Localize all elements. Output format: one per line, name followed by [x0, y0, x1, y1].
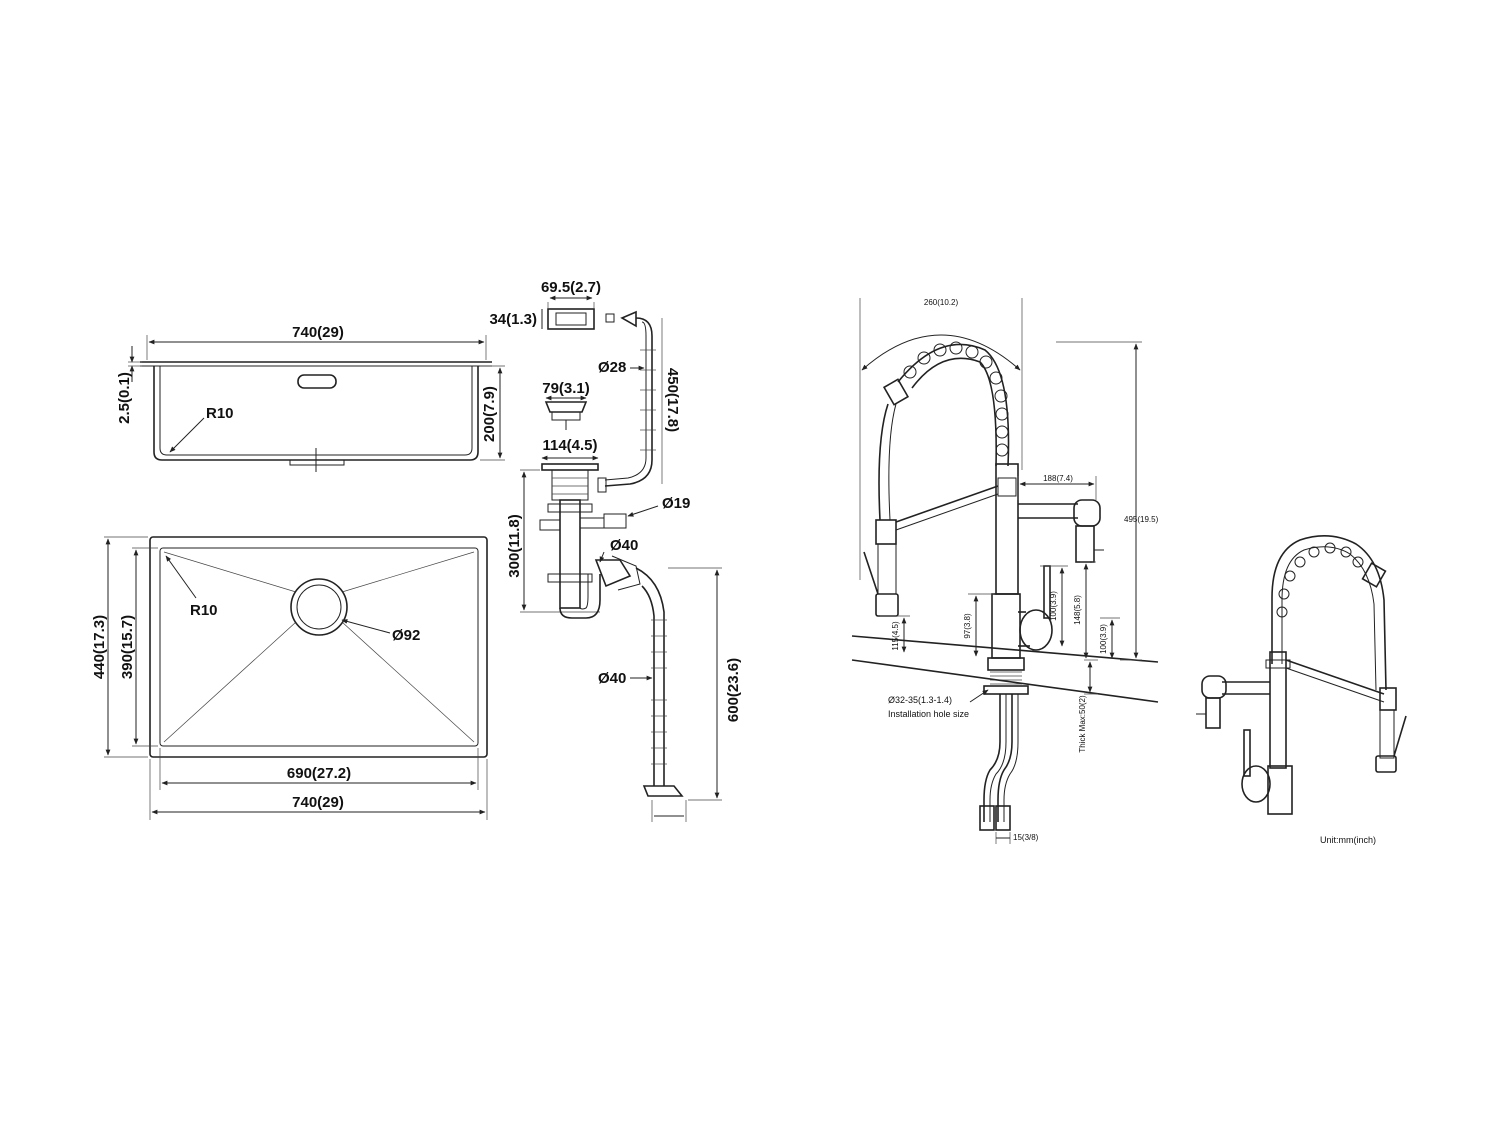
hole-size-caption: Installation hole size — [888, 709, 969, 719]
drain-height-label: 300(11.8) — [506, 514, 523, 577]
nozzle-height-label: 115(4.5) — [891, 621, 900, 651]
overflow-width-label: 69.5(2.7) — [541, 279, 601, 296]
spring-coil — [903, 341, 1009, 457]
sink-front-width-label: 740(29) — [292, 324, 344, 341]
sink-inner-depth-label: 390(15.7) — [119, 615, 136, 679]
side-spring-coil — [1276, 542, 1364, 618]
lever-height-label: 100(3.9) — [1049, 591, 1058, 621]
spout-height-label: 148(5.8) — [1073, 595, 1082, 625]
sink-front-radius-label: R10 — [206, 405, 234, 422]
overflow-hose-ribs — [640, 349, 656, 451]
waste-hose-length-label: 600(23.6) — [725, 658, 742, 722]
flange-dia-label: 114(4.5) — [542, 437, 597, 454]
hose-fitting-label: 15(3/8) — [1013, 833, 1039, 842]
hole-size-label: Ø32-35(1.3-1.4) — [888, 695, 952, 705]
overflow-hose-dia-label: Ø28 — [598, 359, 626, 376]
trap-dia-label: Ø40 — [610, 537, 638, 554]
overflow-hose-length-label: 450(17.8) — [664, 368, 681, 432]
overflow-height-label: 34(1.3) — [489, 311, 537, 328]
spout-reach-label: 188(7.4) — [1043, 474, 1073, 483]
sink-drain-label: Ø92 — [392, 627, 420, 644]
unit-note: Unit:mm(inch) — [1320, 835, 1376, 845]
sink-front-view: 740(29) 2.5(0.1) 200(7.9) R10 — [116, 324, 505, 472]
sink-rim-label: 2.5(0.1) — [116, 372, 133, 424]
deck-thickness-label: Thick Max:50(2) — [1078, 695, 1087, 753]
waste-hose-ribs — [651, 619, 667, 765]
sink-outer-width-label: 740(29) — [292, 794, 344, 811]
waste-hose-dia-label: Ø40 — [598, 670, 626, 687]
sink-inner-width-label: 690(27.2) — [287, 765, 351, 782]
strainer-dia-label: 79(3.1) — [542, 380, 590, 397]
base-height-label: 97(3.8) — [963, 613, 972, 639]
sink-depth-label: 200(7.9) — [481, 386, 498, 442]
sink-top-radius-label: R10 — [190, 602, 218, 619]
faucet-side-view — [1196, 535, 1407, 815]
sink-top-view: R10 Ø92 440(17.3) 390(15.7) 690(27.2) 74… — [91, 536, 488, 820]
sprayer-height-label: 100(3.9) — [1099, 624, 1108, 654]
sink-outer-depth-label: 440(17.3) — [91, 615, 108, 679]
faucet-spread-label: 260(10.2) — [924, 298, 959, 307]
faucet-front-view: 260(10.2) — [851, 298, 1159, 844]
total-height-label: 495(19.5) — [1124, 515, 1159, 524]
drain-kit: 69.5(2.7) 34(1.3) Ø28 450(17.8) 79(3.1) … — [489, 279, 742, 822]
side-inlet-dia-label: Ø19 — [662, 495, 690, 512]
